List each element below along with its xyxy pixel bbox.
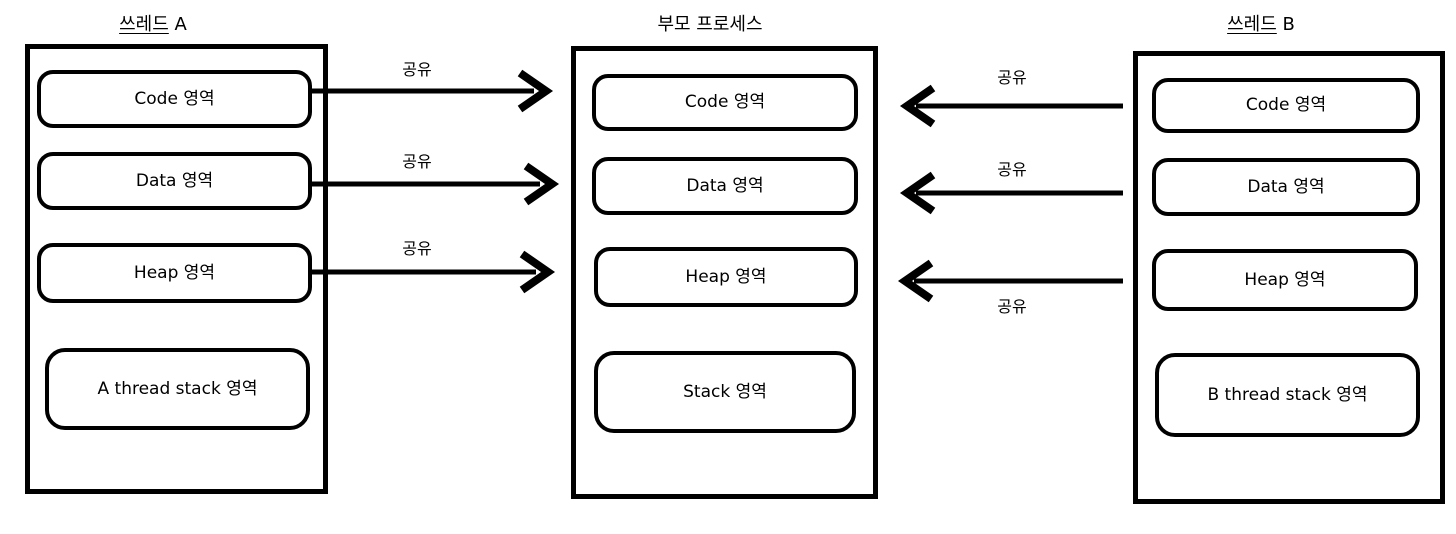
share-arrow-b-code-head-icon (899, 84, 936, 128)
share-arrow-a-data-head-icon (523, 162, 560, 206)
share-label-b-heap: 공유 (997, 297, 1027, 316)
panel-title-parent-process: 부모 프로세스 (610, 10, 810, 36)
share-label-a-heap: 공유 (402, 239, 432, 258)
share-arrow-a-code-head-icon (517, 69, 554, 113)
box-parent-data-label: Data 영역 (686, 175, 764, 196)
share-arrow-b-data-head-icon (899, 171, 936, 215)
share-arrow-b-heap-head-icon (897, 259, 934, 303)
box-thread-a-data-label: Data 영역 (135, 170, 214, 191)
panel-title-thread-a-underlined: 쓰레드 (119, 14, 169, 35)
panel-title-thread-b-underlined: 쓰레드 (1227, 14, 1277, 35)
box-parent-stack-label: Stack 영역 (683, 381, 767, 402)
box-thread-a-heap-label: Heap 영역 (133, 262, 216, 283)
box-thread-b-data-label: Data 영역 (1247, 176, 1325, 197)
panel-title-thread-a-rest: A (168, 14, 187, 35)
box-thread-b-data: Data 영역 (1152, 158, 1420, 216)
box-parent-heap-label: Heap 영역 (685, 266, 767, 287)
box-thread-b-heap-label: Heap 영역 (1244, 269, 1326, 290)
box-thread-b-code-label: Code 영역 (1245, 95, 1327, 116)
box-thread-a-data: Data 영역 (37, 152, 312, 210)
share-label-b-code: 공유 (997, 68, 1027, 87)
share-arrow-a-heap-head-icon (519, 250, 556, 294)
share-label-b-data: 공유 (997, 160, 1027, 179)
box-parent-heap: Heap 영역 (594, 247, 858, 307)
panel-title-thread-b-rest: B (1276, 14, 1295, 35)
box-thread-b-heap: Heap 영역 (1152, 249, 1418, 311)
box-thread-b-code: Code 영역 (1152, 78, 1420, 133)
box-thread-b-stack-label: B thread stack 영역 (1207, 384, 1368, 405)
box-thread-a-heap: Heap 영역 (37, 243, 312, 303)
box-thread-a-code: Code 영역 (37, 70, 312, 128)
panel-title-thread-a: 쓰레드 A (53, 10, 253, 36)
box-parent-data: Data 영역 (592, 157, 858, 215)
box-thread-a-code-label: Code 영역 (134, 88, 215, 109)
panel-title-thread-b: 쓰레드 B (1161, 10, 1361, 36)
box-parent-code-label: Code 영역 (684, 92, 766, 113)
share-label-a-data: 공유 (402, 152, 432, 171)
share-label-a-code: 공유 (402, 60, 432, 79)
box-thread-b-stack: B thread stack 영역 (1155, 353, 1420, 437)
box-thread-a-stack: A thread stack 영역 (45, 348, 310, 430)
box-parent-stack: Stack 영역 (594, 351, 856, 433)
panel-title-parent-process-rest: 부모 프로세스 (657, 14, 763, 35)
box-thread-a-stack-label: A thread stack 영역 (97, 378, 258, 399)
box-parent-code: Code 영역 (592, 74, 858, 131)
